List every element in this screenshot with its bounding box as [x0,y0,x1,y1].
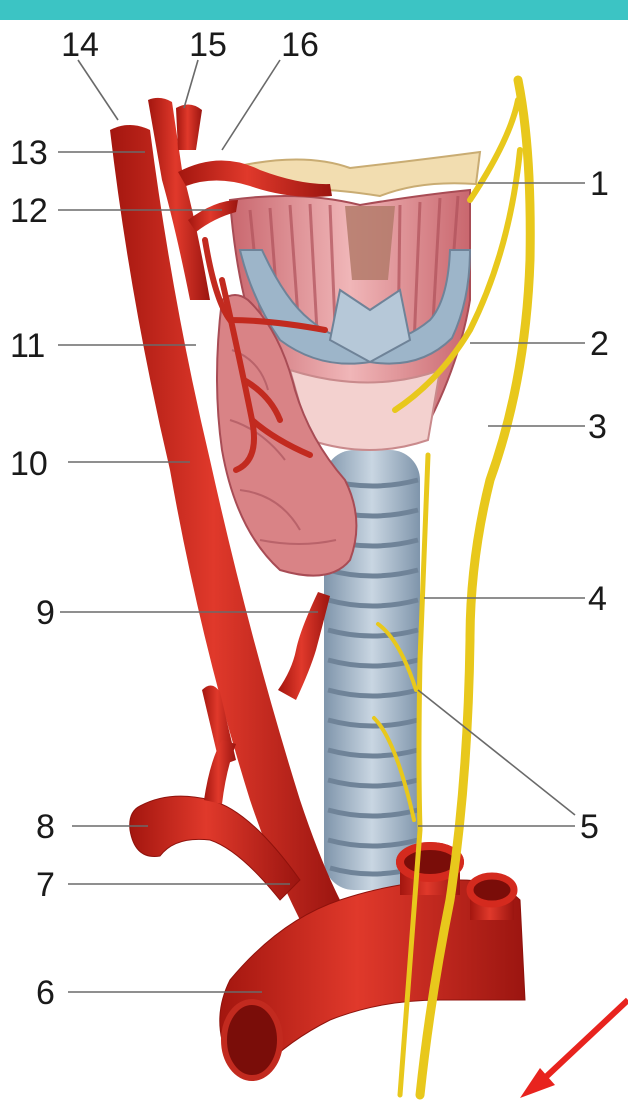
label-16: 16 [281,26,319,64]
subclavian-branch [204,740,236,804]
aortic-opening [224,1002,280,1078]
label-6: 6 [36,974,55,1012]
brachiocephalic-opening-2 [470,876,514,904]
arrow-icon [520,1000,628,1098]
label-11: 11 [10,327,45,365]
inferior-thyroid-artery [278,592,330,700]
label-10: 10 [10,445,48,483]
label-7: 7 [36,866,55,904]
label-4: 4 [588,580,607,618]
top-bar [0,0,628,20]
label-3: 3 [588,408,607,446]
midline-ligament [345,206,395,280]
label-2: 2 [590,325,609,363]
label-8: 8 [36,808,55,846]
label-1: 1 [590,165,609,203]
vagus-nerve-branch [470,100,518,200]
internal-carotid-branch [176,104,202,150]
label-12: 12 [10,192,48,230]
label-5: 5 [580,808,599,846]
label-14: 14 [61,26,99,64]
label-15: 15 [189,26,227,64]
label-13: 13 [10,134,48,172]
label-9: 9 [36,594,55,632]
